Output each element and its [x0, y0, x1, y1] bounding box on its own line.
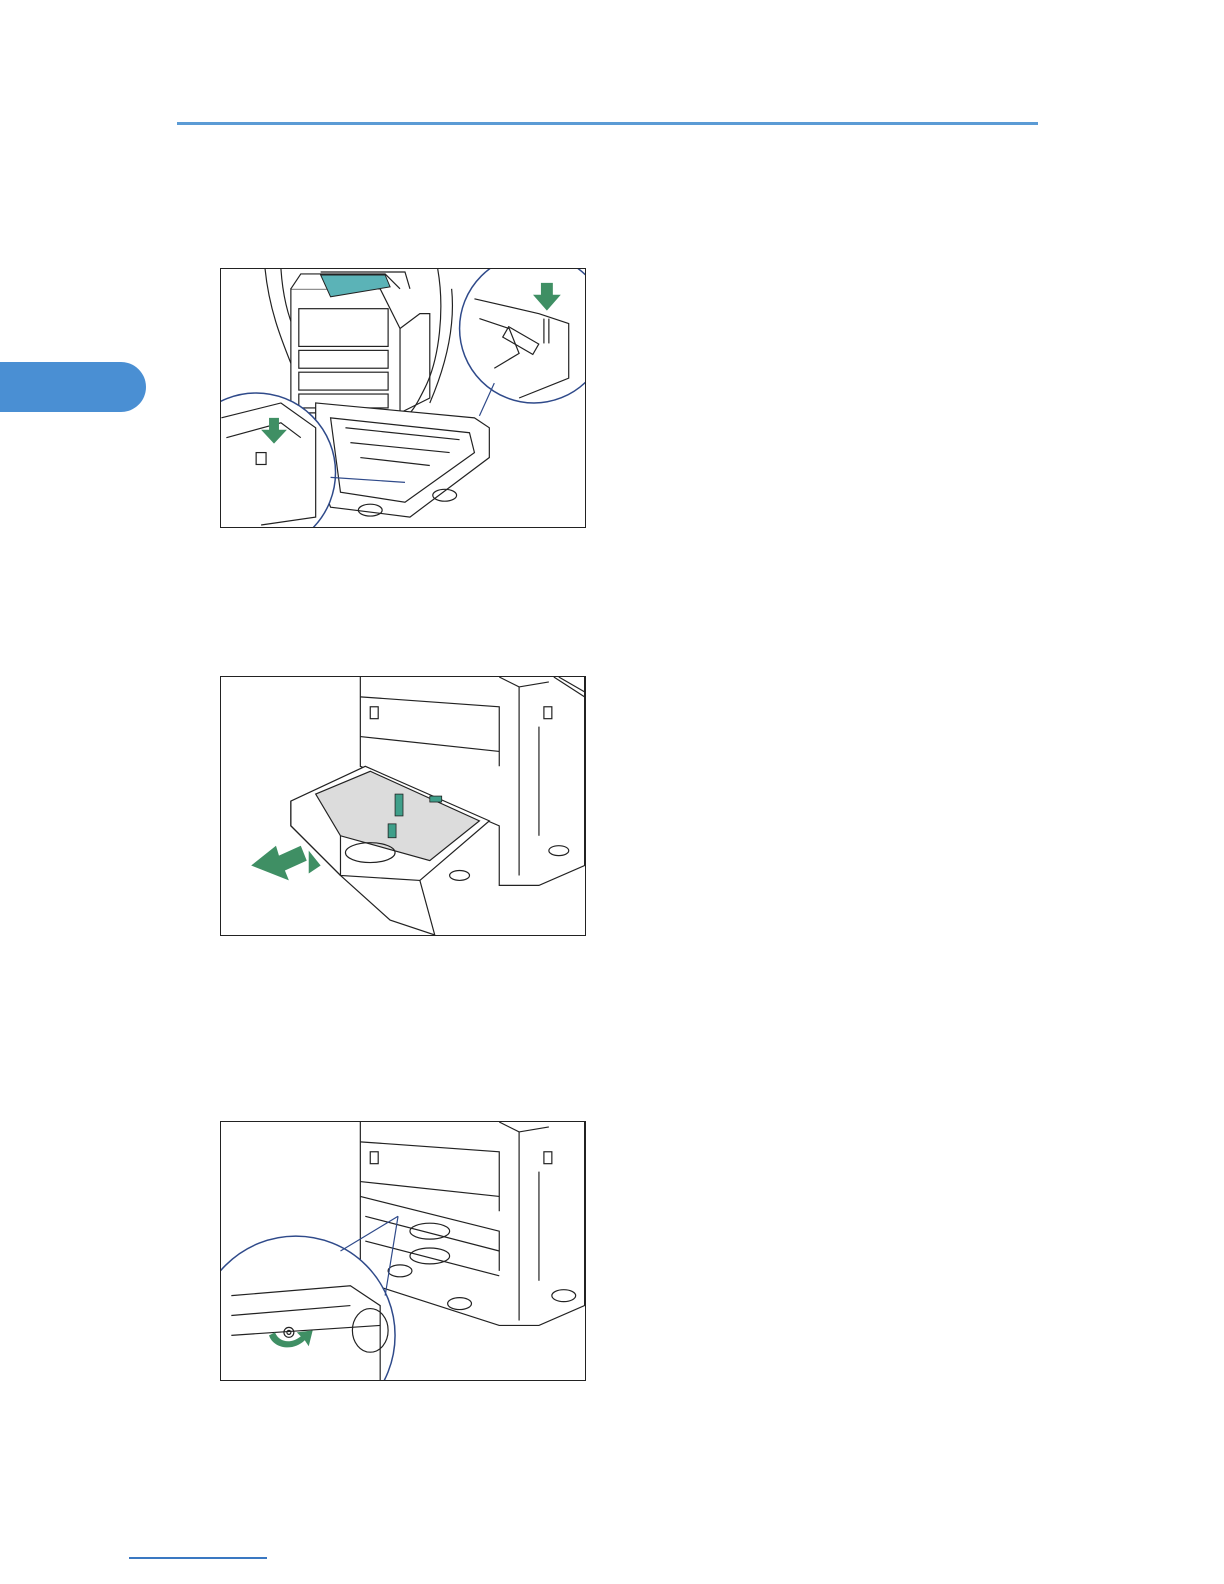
pull-arrow-icon	[251, 846, 307, 881]
header-rule	[177, 122, 1038, 125]
figure-tray-screw	[220, 1121, 586, 1381]
figure-paper-feed-unit	[220, 268, 586, 528]
chapter-tab	[0, 362, 146, 412]
illustration-tray-pull-out	[221, 677, 585, 935]
illustration-printer-on-feed-unit	[221, 269, 585, 527]
illustration-tray-screw	[221, 1122, 585, 1380]
footer-rule	[129, 1557, 267, 1559]
figure-paper-tray	[220, 676, 586, 936]
